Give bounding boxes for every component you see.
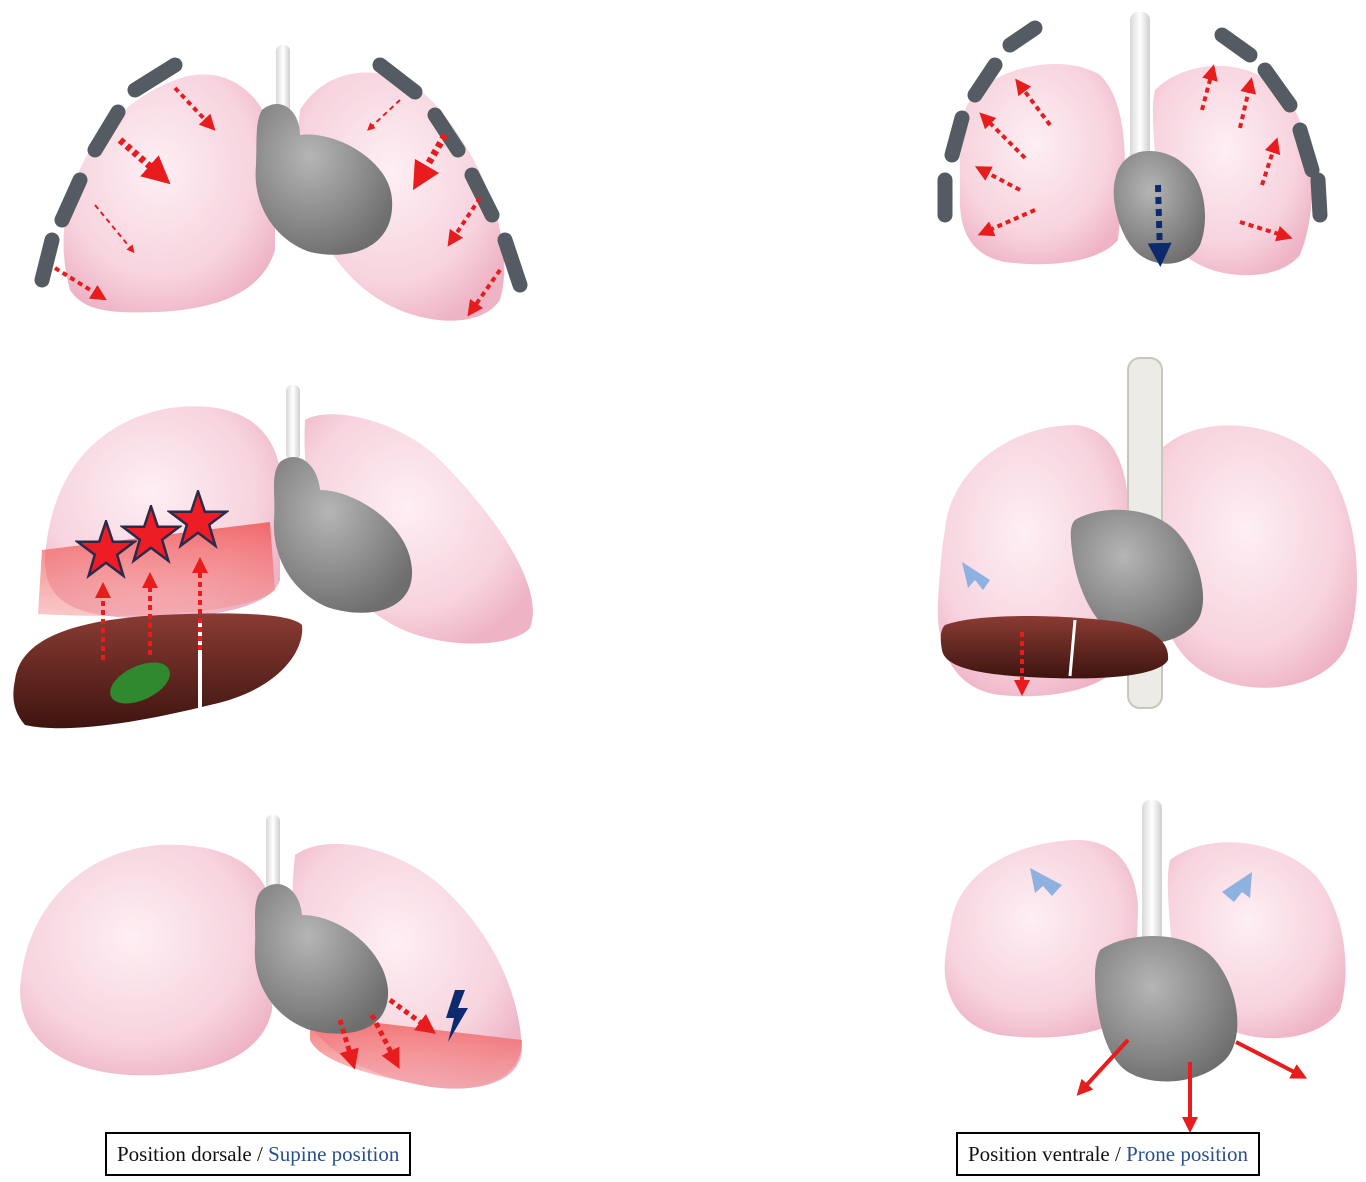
supine-panel-1: [42, 45, 520, 321]
prone-caption-en: Prone position: [1126, 1142, 1248, 1166]
prone-caption: Position ventrale / Prone position: [956, 1132, 1260, 1176]
caption-separator: /: [252, 1142, 268, 1166]
supine-caption-en: Supine position: [268, 1142, 399, 1166]
prone-caption-fr: Position ventrale: [968, 1142, 1110, 1166]
supine-caption: Position dorsale / Supine position: [105, 1132, 411, 1176]
supine-caption-fr: Position dorsale: [117, 1142, 252, 1166]
trachea-shape: [266, 815, 280, 890]
prone-panel-1: [945, 12, 1320, 275]
supine-panel-2: [13, 385, 533, 728]
supine-panel-3: [20, 815, 522, 1089]
right-lung-shape: [64, 74, 275, 312]
prone-panel-3: [945, 800, 1346, 1125]
caption-separator: /: [1110, 1142, 1126, 1166]
right-lung-shape: [20, 845, 272, 1076]
trachea-shape: [1142, 800, 1162, 950]
trachea-shape: [286, 385, 300, 460]
prone-panel-2: [938, 358, 1357, 708]
trachea-shape: [1130, 12, 1150, 172]
